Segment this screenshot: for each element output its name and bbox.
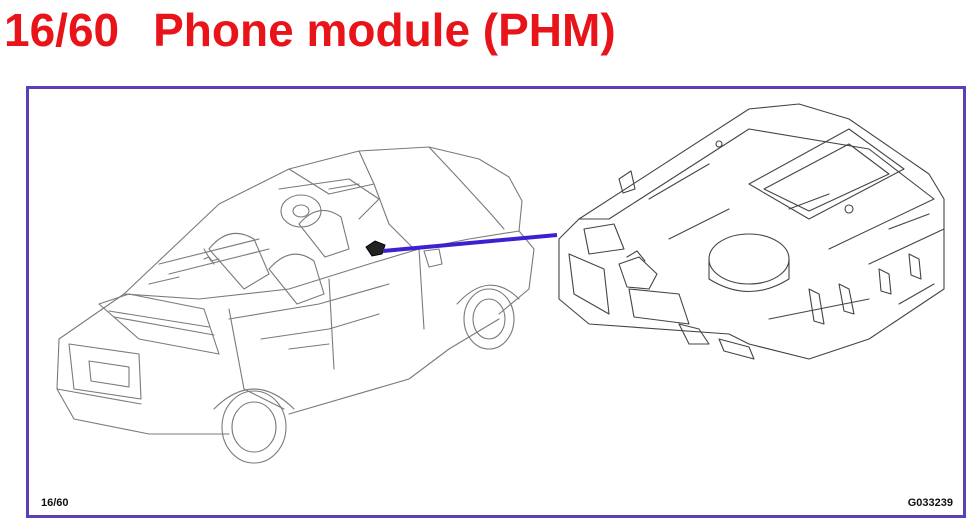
phone-module-illustration bbox=[558, 103, 945, 360]
figure-ref-left: 16/60 bbox=[41, 497, 69, 509]
title-text: Phone module (PHM) bbox=[153, 4, 616, 56]
page-title: 16/60 Phone module (PHM) bbox=[4, 2, 616, 62]
phm-location-marker bbox=[365, 240, 386, 257]
diagram-drawing bbox=[56, 103, 945, 464]
page-number: 16/60 bbox=[4, 4, 120, 56]
pointer-line bbox=[382, 233, 558, 253]
diagram-frame: 16/60 G033239 bbox=[26, 86, 966, 518]
car-illustration bbox=[56, 146, 535, 464]
figure-ref-right: G033239 bbox=[907, 497, 953, 509]
